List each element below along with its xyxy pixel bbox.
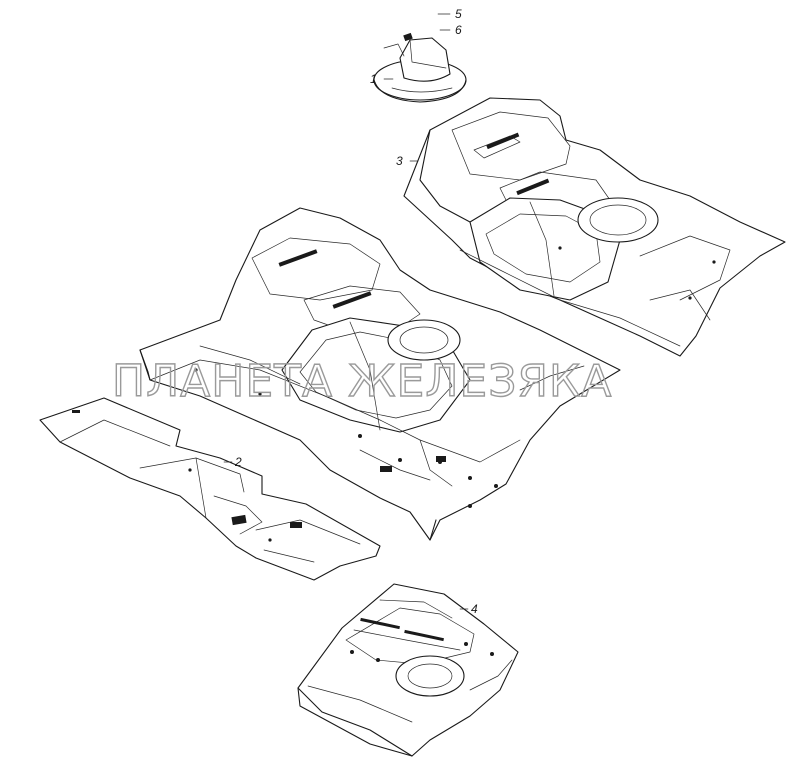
callout-2: 2 [234,455,242,469]
part-1-cover [373,32,467,103]
main-floor-assembly [139,207,621,541]
part-3-rear-floor [403,97,786,357]
callout-5: 5 [455,7,462,21]
part-2-floor-mat [39,397,381,581]
part-4-rear-section [297,583,519,757]
callout-1: 1 [370,72,377,86]
callout-3: 3 [396,154,403,168]
callout-4: 4 [471,602,478,616]
callout-6: 6 [455,23,462,37]
watermark-text: ПЛАНЕТА ЖЕЛЕЗЯКА [112,356,612,407]
